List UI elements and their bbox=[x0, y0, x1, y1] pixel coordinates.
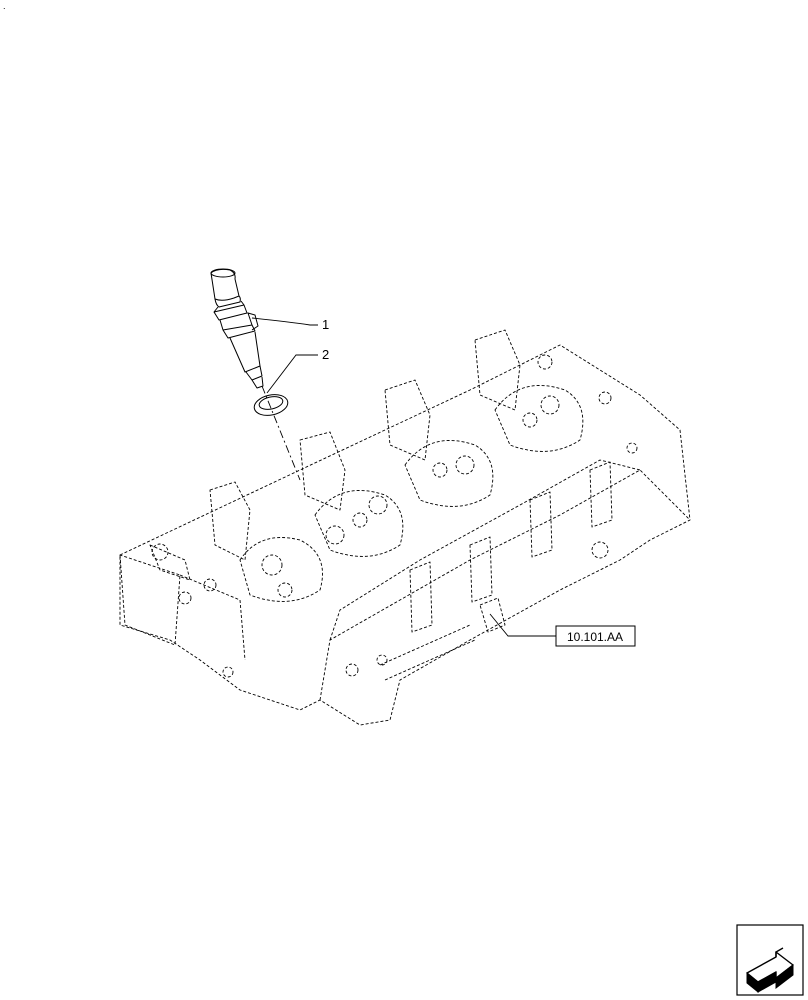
assembly-axis-line bbox=[261, 385, 301, 481]
corner-mark: . bbox=[3, 1, 6, 11]
next-page-arrow-icon[interactable] bbox=[736, 924, 804, 996]
callout-1-label: 1 bbox=[322, 317, 329, 332]
callout-2: 2 bbox=[266, 347, 329, 394]
reference-box[interactable] bbox=[555, 625, 636, 647]
callout-1: 1 bbox=[251, 317, 329, 332]
reference-callout[interactable]: 10.101.AA bbox=[489, 613, 636, 647]
reference-label[interactable]: 10.101.AA bbox=[567, 630, 623, 644]
cylinder-head-phantom bbox=[119, 329, 691, 726]
fuel-injector bbox=[210, 268, 264, 389]
callout-2-label: 2 bbox=[322, 347, 329, 362]
injector-seal-ring bbox=[253, 394, 289, 416]
